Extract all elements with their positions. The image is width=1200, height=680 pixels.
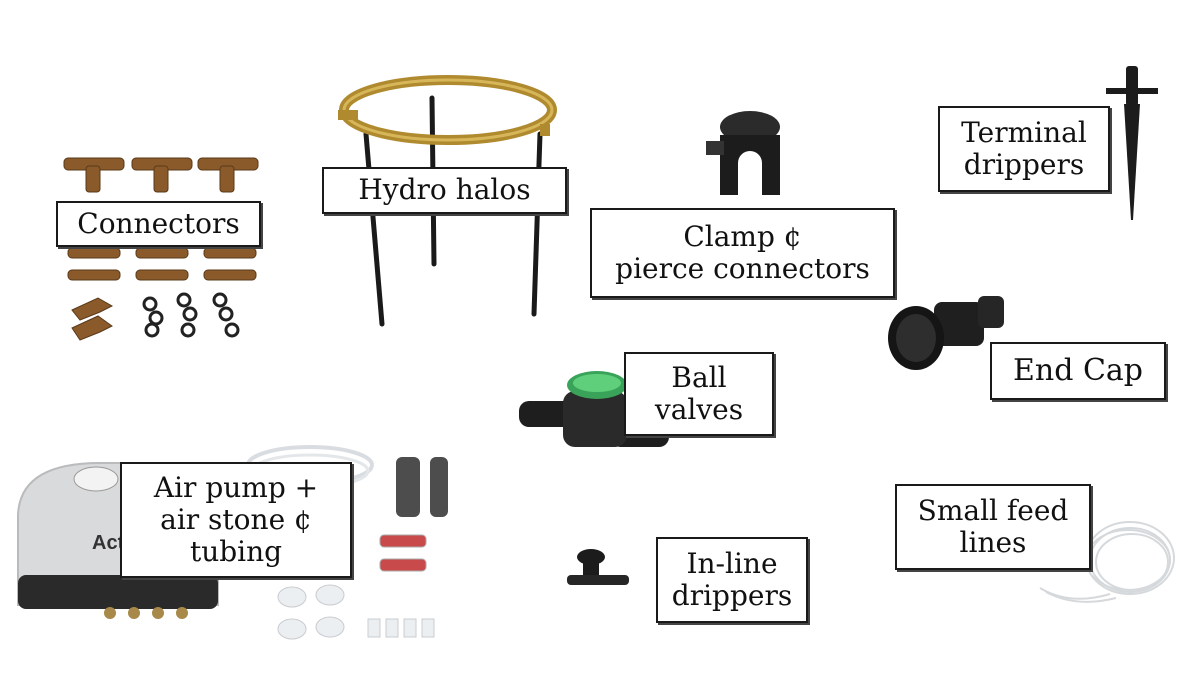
label-hydro-halos-text: Hydro halos bbox=[358, 173, 531, 207]
label-terminal-drippers: Terminal drippers bbox=[938, 106, 1110, 192]
label-terminal-line1: Terminal bbox=[961, 115, 1087, 149]
label-ball-line1: Ball bbox=[671, 360, 727, 394]
label-connectors-text: Connectors bbox=[77, 206, 240, 240]
label-clamp-line1: Clamp ¢ bbox=[683, 219, 802, 253]
label-air-pump: Air pump + air stone ¢ tubing bbox=[120, 462, 352, 578]
label-end-cap: End Cap bbox=[990, 342, 1166, 400]
label-air-line2: air stone ¢ bbox=[160, 502, 312, 536]
label-inline-drippers: In-line drippers bbox=[656, 537, 808, 623]
label-ball-line2: valves bbox=[654, 393, 744, 426]
label-feed-line2: lines bbox=[959, 526, 1027, 559]
pump-brand-text: Act bbox=[92, 532, 125, 554]
hydro-halo-image bbox=[330, 68, 560, 330]
end-cap-image bbox=[882, 282, 1012, 377]
label-terminal-line2: drippers bbox=[963, 148, 1085, 181]
clamp-connector-image bbox=[700, 105, 795, 205]
label-air-line1: Air pump + bbox=[153, 470, 319, 504]
label-end-cap-text: End Cap bbox=[1012, 352, 1143, 388]
label-ball-valves: Ball valves bbox=[624, 352, 774, 436]
label-clamp-pierce: Clamp ¢ pierce connectors bbox=[590, 208, 895, 298]
label-clamp-line2: pierce connectors bbox=[615, 252, 870, 285]
terminal-dripper-image bbox=[1100, 60, 1160, 225]
label-inline-line1: In-line bbox=[686, 546, 778, 580]
label-air-line3: tubing bbox=[189, 535, 283, 569]
label-small-feed-lines: Small feed lines bbox=[895, 484, 1091, 570]
label-inline-line2: drippers bbox=[671, 579, 793, 612]
label-connectors: Connectors bbox=[56, 201, 261, 247]
inline-dripper-image bbox=[565, 545, 635, 605]
feed-lines-image bbox=[1030, 510, 1180, 610]
label-hydro-halos: Hydro halos bbox=[322, 167, 567, 214]
connectors-image bbox=[60, 150, 270, 350]
label-feed-line1: Small feed bbox=[917, 493, 1069, 527]
